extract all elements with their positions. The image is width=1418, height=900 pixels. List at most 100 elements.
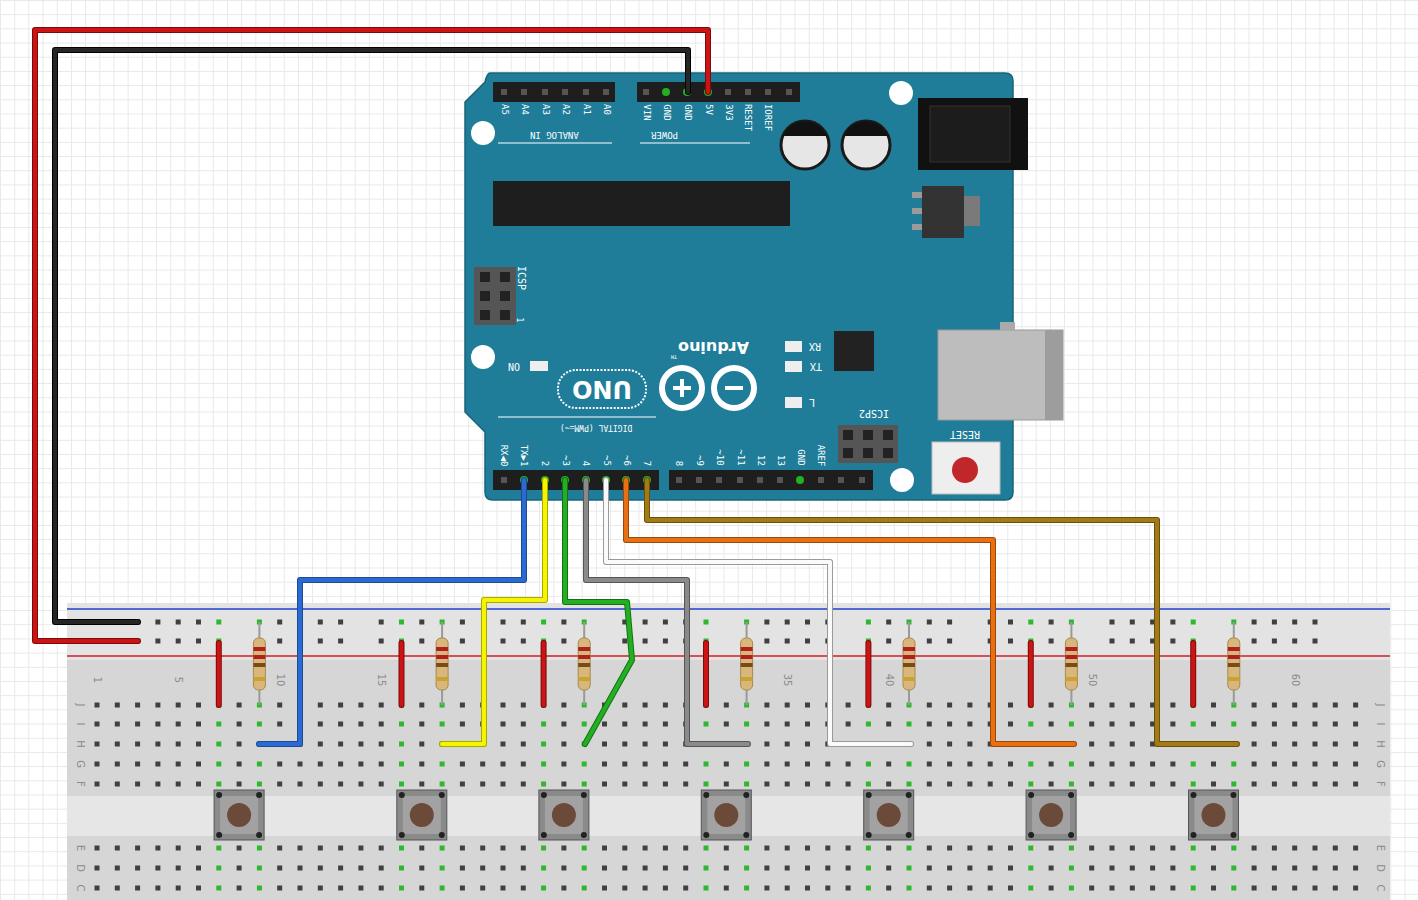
resistor-symbol [903,638,915,690]
pin-label: ~3 [561,455,570,466]
breadboard-hole [480,762,485,767]
breadboard-hole [541,742,546,747]
breadboard-hole [785,762,790,767]
rail-hole [1008,620,1013,625]
resistor-band [741,647,753,651]
jumper-wire [541,643,547,705]
led-label: TX [810,361,822,371]
breadboard-hole [379,782,384,787]
breadboard-hole [196,762,201,767]
resistor-band [903,677,915,681]
breadboard-hole [967,742,972,747]
breadboard-hole [1313,866,1318,871]
breadboard-hole [379,722,384,727]
breadboard-hole [1252,782,1257,787]
breadboard-hole [1170,703,1175,708]
breadboard-hole [1150,866,1155,871]
breadboard-hole [663,866,668,871]
breadboard-hole [663,742,668,747]
rail-hole [764,639,769,644]
breadboard-hole [541,866,546,871]
breadboard [67,603,1390,900]
pin-label: A2 [561,104,570,115]
breadboard-hole [460,846,465,851]
breadboard-hole [399,866,404,871]
breadboard-hole [561,703,566,708]
breadboard-hole [825,846,830,851]
breadboard-hole [1069,886,1074,891]
breadboard-hole [764,886,769,891]
breadboard-hole [358,742,363,747]
breadboard-hole [155,866,160,871]
breadboard-hole [744,866,749,871]
breadboard-hole [541,886,546,891]
resistor-band [578,647,590,651]
rail-hole [419,639,424,644]
arduino-board [474,267,516,325]
resistor-band [436,647,448,651]
breadboard-hole [1130,782,1135,787]
breadboard-hole [237,722,242,727]
breadboard-hole [704,782,709,787]
breadboard-hole [460,866,465,871]
breadboard-hole [825,782,830,787]
breadboard-hole [460,782,465,787]
breadboard-hole [1292,866,1297,871]
breadboard-hole [1028,782,1033,787]
arduino-board [843,430,853,440]
breadboard-hole [988,782,993,787]
breadboard-hole [358,703,363,708]
rail-hole [561,639,566,644]
pushbutton-symbol [1189,790,1239,840]
breadboard-hole [724,866,729,871]
breadboard-hole [967,846,972,851]
breadboard-hole [1353,886,1358,891]
breadboard-hole [744,762,749,767]
breadboard-hole [866,886,871,891]
breadboard-hole [1110,866,1115,871]
breadboard-hole [1008,866,1013,871]
breadboard-hole [196,866,201,871]
breadboard-hole [237,846,242,851]
breadboard-hole [501,703,506,708]
breadboard-hole [907,722,912,727]
breadboard-hole [561,762,566,767]
breadboard-hole [866,846,871,851]
resistor-band [436,663,448,667]
pin-label: GND [795,450,804,466]
breadboard-hole [927,886,932,891]
arduino-board [669,470,873,490]
breadboard-hole [1110,703,1115,708]
arduino-board [785,361,802,372]
breadboard-hole [785,866,790,871]
header-pin [562,89,568,95]
breadboard-hole [785,703,790,708]
arduino-board [558,370,646,408]
header-pin [521,89,527,95]
breadboard-hole [135,722,140,727]
arduino-board [918,98,1028,170]
breadboard-hole [379,742,384,747]
breadboard-hole [1252,703,1257,708]
breadboard-hole [480,846,485,851]
breadboard-hole [846,886,851,891]
arduino-board [952,457,978,483]
breadboard-hole [135,886,140,891]
breadboard-hole [1191,722,1196,727]
breadboard-hole [237,703,242,708]
arduino-board [938,330,1063,420]
breadboard-hole [785,782,790,787]
breadboard-hole [1191,782,1196,787]
breadboard-hole [602,762,607,767]
resistor-band [253,663,265,667]
header-pin [501,89,507,95]
breadboard-hole [886,722,891,727]
breadboard-hole [1110,742,1115,747]
breadboard-hole [764,762,769,767]
breadboard-hole [1252,742,1257,747]
column-number: 15 [376,674,386,687]
breadboard-hole [115,886,120,891]
rail-hole [338,639,343,644]
breadboard-hole [521,886,526,891]
breadboard-hole [683,866,688,871]
